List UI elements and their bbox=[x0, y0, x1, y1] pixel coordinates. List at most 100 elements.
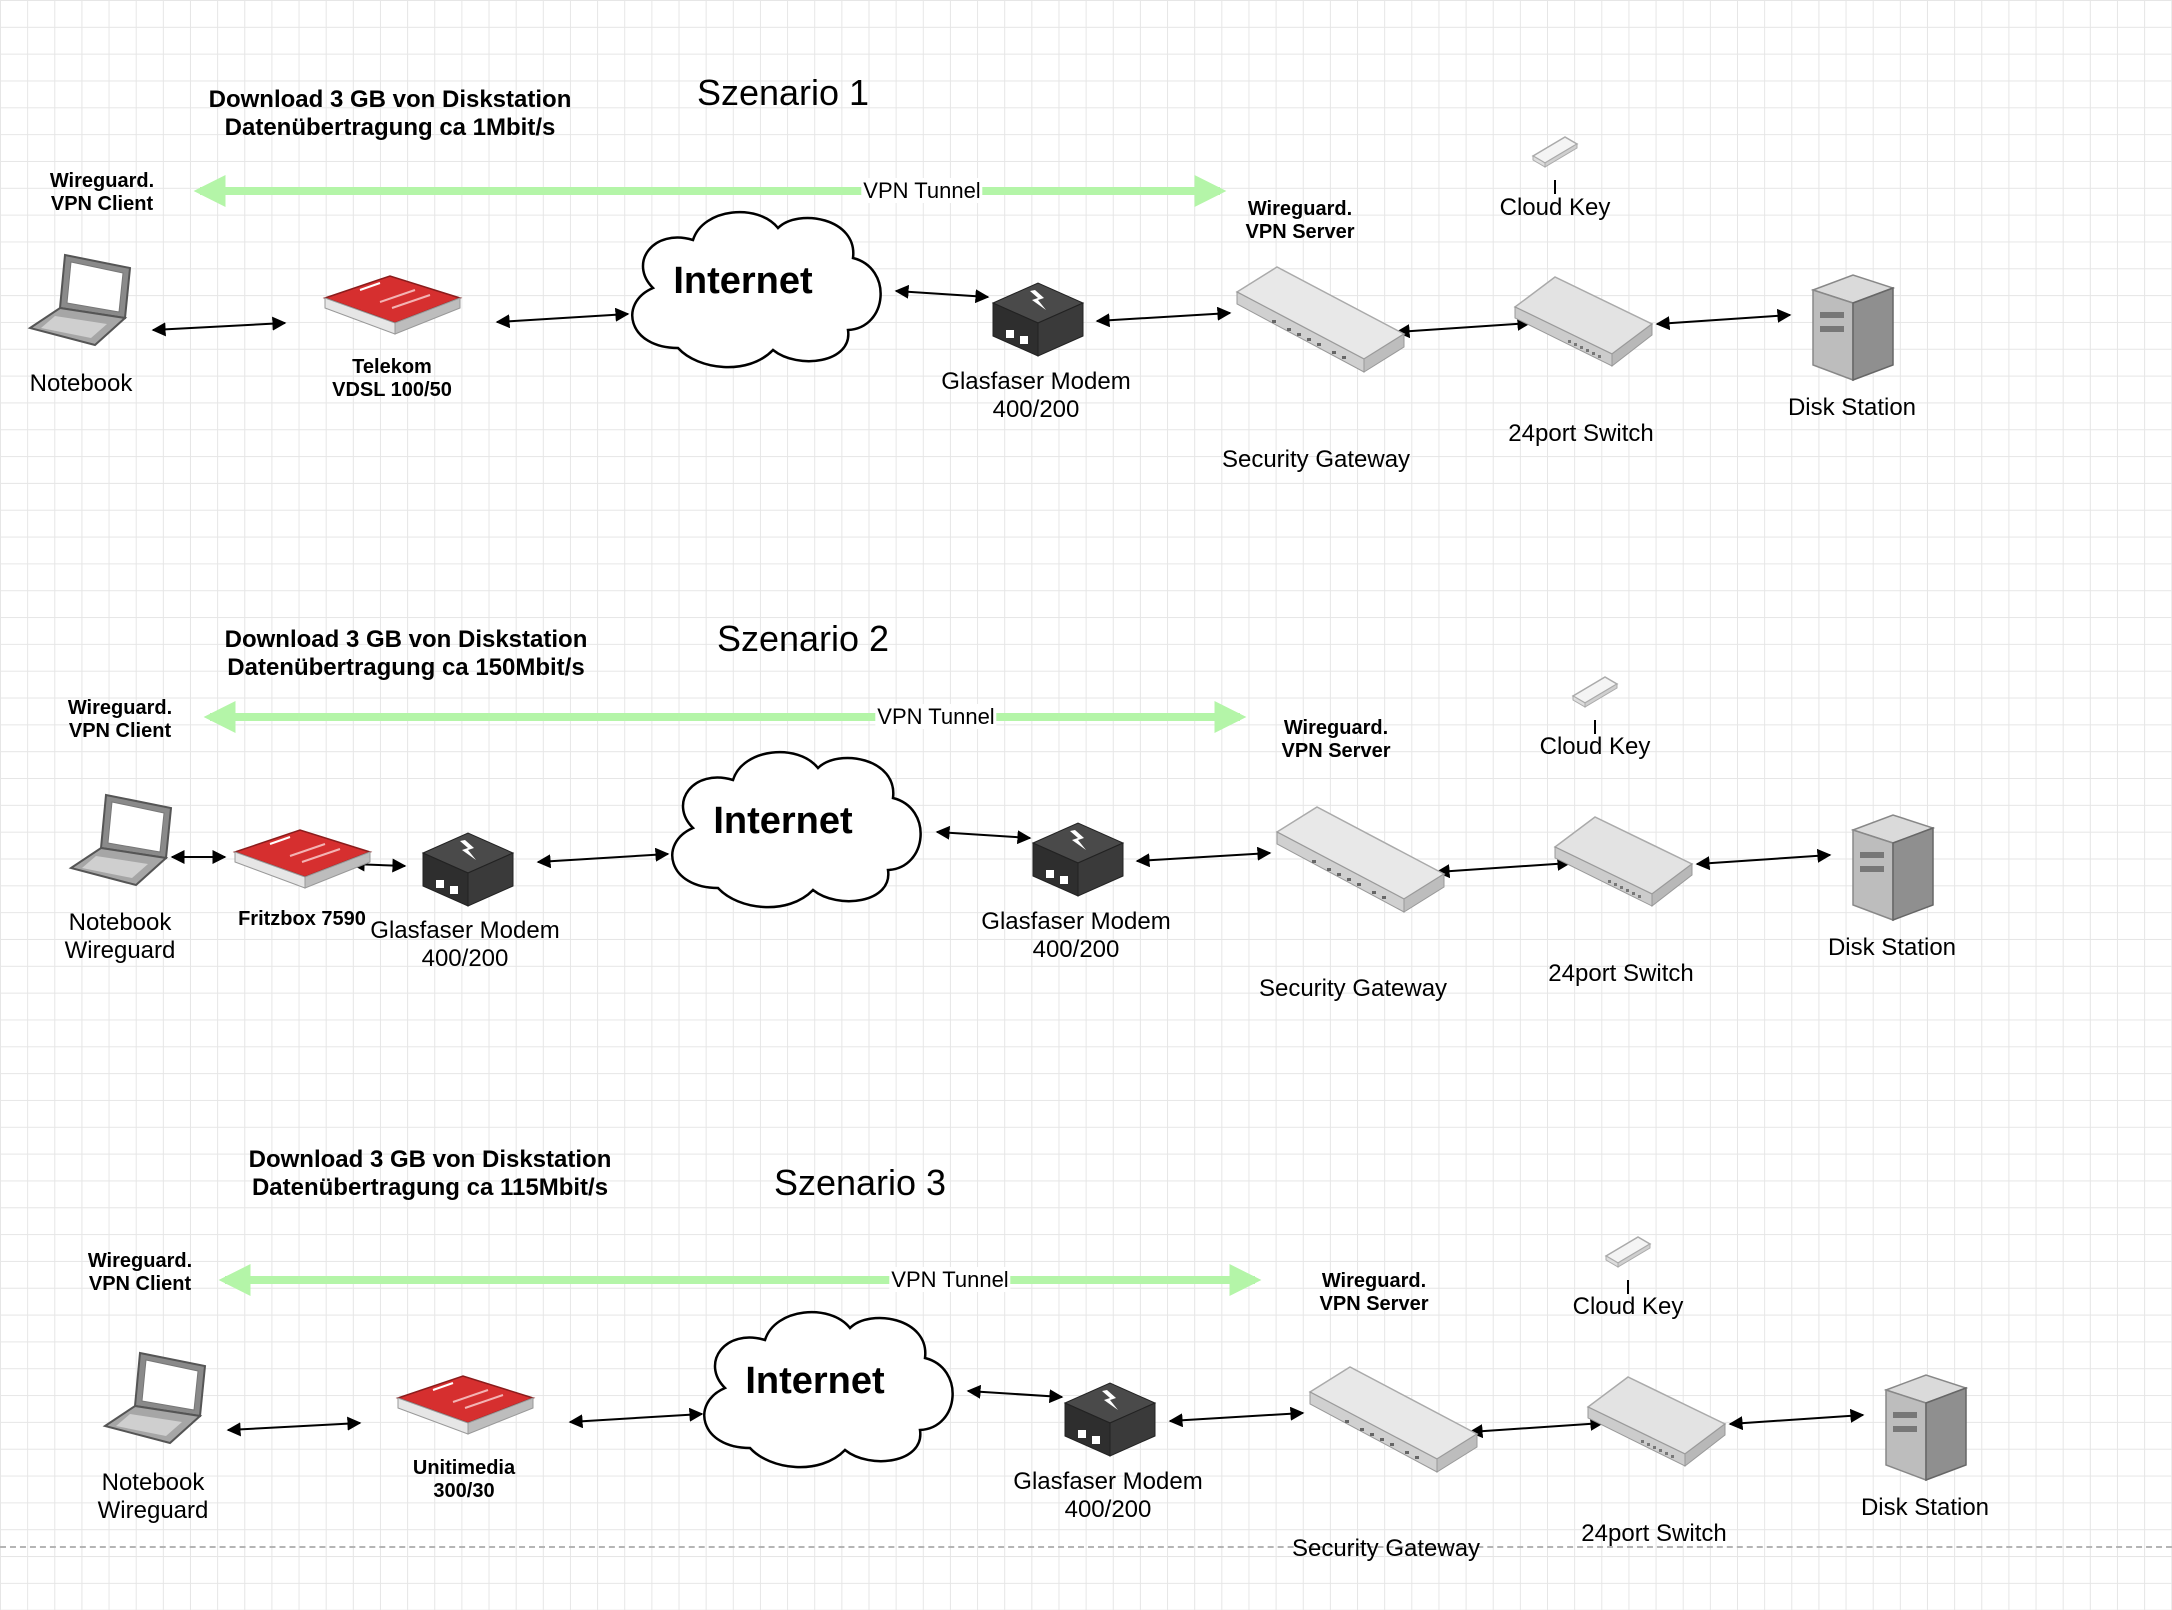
link-internet-modem bbox=[966, 1384, 1064, 1404]
download-info: Download 3 GB von Diskstation Datenübert… bbox=[225, 626, 588, 681]
security-gateway-label: Security Gateway bbox=[1221, 446, 1411, 473]
vpn-client-label: Wireguard. VPN Client bbox=[88, 1250, 192, 1296]
download-info: Download 3 GB von Diskstation Datenübert… bbox=[249, 1146, 612, 1201]
vpn-client-line-2: VPN Client bbox=[68, 720, 172, 742]
local-modem-label: Glasfaser Modem 400/200 bbox=[370, 917, 559, 972]
link-gateway-switch bbox=[1468, 1416, 1605, 1439]
router-label-line-1: Telekom bbox=[352, 356, 432, 378]
download-line-1: Download 3 GB von Diskstation bbox=[208, 86, 572, 113]
link-switch-diskstation bbox=[1655, 308, 1792, 331]
notebook-label-line-1: Notebook bbox=[101, 1469, 205, 1496]
link-modem-gateway bbox=[1095, 306, 1232, 328]
security-gateway-icon bbox=[1308, 1366, 1479, 1473]
scenario-2: Szenario 2 Download 3 GB von Diskstation… bbox=[0, 540, 2172, 1002]
internet-label: Internet bbox=[713, 800, 853, 842]
security-gateway-label: Security Gateway bbox=[1258, 975, 1448, 1002]
router-label: Fritzbox 7590 bbox=[238, 908, 366, 930]
link-notebook-router bbox=[151, 316, 287, 337]
cloud-key-label: Cloud Key bbox=[1499, 194, 1611, 221]
cloud-key-icon bbox=[1604, 1236, 1652, 1268]
link-switch-diskstation bbox=[1695, 848, 1832, 871]
modem-label-line-1: Glasfaser Modem bbox=[941, 368, 1131, 395]
link-internet-modem bbox=[894, 284, 990, 304]
download-line-2: Datenübertragung ca 115Mbit/s bbox=[251, 1173, 609, 1201]
internet-cloud-icon bbox=[671, 750, 922, 909]
vpn-client-line-1: Wireguard. bbox=[67, 697, 173, 719]
download-line-2: Datenübertragung ca 150Mbit/s bbox=[227, 653, 585, 681]
modem-label: Glasfaser Modem 400/200 bbox=[941, 368, 1130, 423]
security-gateway-icon bbox=[1235, 266, 1406, 373]
vpn-tunnel-label: VPN Tunnel bbox=[889, 1267, 1011, 1293]
switch-icon bbox=[1553, 816, 1694, 907]
vpn-client-label: Wireguard. VPN Client bbox=[68, 697, 172, 743]
vpn-tunnel-label: VPN Tunnel bbox=[875, 704, 997, 730]
switch-label: 24port Switch bbox=[1508, 420, 1654, 447]
switch-icon bbox=[1586, 1376, 1727, 1467]
switch-label: 24port Switch bbox=[1548, 960, 1694, 987]
internet-cloud-icon bbox=[631, 210, 882, 369]
scenario-title: Szenario 3 bbox=[773, 1162, 947, 1203]
router-label-line-1: Unitimedia bbox=[412, 1457, 516, 1479]
modem-label-line-2: 400/200 bbox=[1064, 1495, 1152, 1523]
vpn-server-line-1: Wireguard. bbox=[1321, 1270, 1427, 1292]
cloud-key-icon bbox=[1531, 136, 1579, 168]
vpn-server-line-1: Wireguard. bbox=[1283, 717, 1389, 739]
disk-station-label: Disk Station bbox=[1827, 934, 1957, 961]
modem-icon bbox=[1031, 822, 1125, 897]
cloud-key-label: Cloud Key bbox=[1539, 733, 1651, 760]
notebook-label-line-2: Wireguard bbox=[64, 936, 176, 964]
modem-icon bbox=[991, 282, 1085, 357]
modem-icon bbox=[1063, 1382, 1157, 1457]
disk-station-icon bbox=[1850, 814, 1936, 922]
vpn-server-label: Wireguard. VPN Server bbox=[1320, 1270, 1429, 1316]
cloud-key-label: Cloud Key bbox=[1572, 1293, 1684, 1320]
scenario-3: Szenario 3 Download 3 GB von Diskstation… bbox=[0, 1100, 2172, 1562]
vpn-client-line-2: VPN Client bbox=[88, 1273, 192, 1295]
router-icon bbox=[322, 275, 463, 335]
vpn-client-line-2: VPN Client bbox=[50, 193, 154, 215]
download-line-1: Download 3 GB von Diskstation bbox=[224, 626, 588, 653]
scenario-1-connections bbox=[151, 175, 1792, 339]
disk-station-icon bbox=[1883, 1374, 1969, 1482]
link-local-modem-internet bbox=[536, 847, 670, 869]
notebook-icon bbox=[27, 253, 132, 347]
switch-icon bbox=[1513, 276, 1654, 367]
vpn-server-label: Wireguard. VPN Server bbox=[1246, 198, 1355, 244]
internet-label: Internet bbox=[745, 1360, 885, 1402]
notebook-label-line-1: Notebook bbox=[29, 370, 133, 397]
download-line-2: Datenübertragung ca 1Mbit/s bbox=[224, 113, 556, 141]
local-modem-icon bbox=[421, 832, 515, 907]
notebook-icon bbox=[68, 793, 173, 887]
link-modem-gateway bbox=[1168, 1406, 1305, 1428]
switch-label: 24port Switch bbox=[1581, 1520, 1727, 1547]
modem-label: Glasfaser Modem 400/200 bbox=[1013, 1468, 1202, 1523]
router-label: Unitimedia 300/30 bbox=[413, 1457, 515, 1503]
link-gateway-switch bbox=[1435, 856, 1572, 879]
scenario-3-connections bbox=[218, 1264, 1865, 1439]
modem-label: Glasfaser Modem 400/200 bbox=[981, 908, 1170, 963]
notebook-label: Notebook Wireguard bbox=[98, 1469, 209, 1524]
vpn-server-label: Wireguard. VPN Server bbox=[1282, 717, 1391, 763]
vpn-client-line-1: Wireguard. bbox=[49, 170, 155, 192]
disk-station-icon bbox=[1810, 274, 1896, 382]
disk-station-label: Disk Station bbox=[1787, 394, 1917, 421]
notebook-label: Notebook Wireguard bbox=[65, 909, 176, 964]
link-modem-gateway bbox=[1135, 846, 1272, 868]
link-switch-diskstation bbox=[1728, 1408, 1865, 1431]
router-icon bbox=[395, 1375, 536, 1435]
vpn-tunnel-label: VPN Tunnel bbox=[861, 178, 983, 204]
download-info: Download 3 GB von Diskstation Datenübert… bbox=[209, 86, 572, 141]
modem-label-line-1: Glasfaser Modem bbox=[1013, 1468, 1203, 1495]
disk-station-label: Disk Station bbox=[1860, 1494, 1990, 1521]
local-modem-label-line-2: 400/200 bbox=[421, 944, 509, 972]
security-gateway-icon bbox=[1275, 806, 1446, 913]
link-router-internet bbox=[568, 1407, 704, 1429]
router-icon bbox=[232, 829, 373, 889]
vpn-server-line-1: Wireguard. bbox=[1247, 198, 1353, 220]
link-gateway-switch bbox=[1395, 316, 1532, 339]
modem-label-line-2: 400/200 bbox=[992, 395, 1080, 423]
vpn-client-line-1: Wireguard. bbox=[87, 1250, 193, 1272]
internet-label: Internet bbox=[673, 260, 813, 302]
notebook-label: Notebook bbox=[30, 370, 133, 398]
